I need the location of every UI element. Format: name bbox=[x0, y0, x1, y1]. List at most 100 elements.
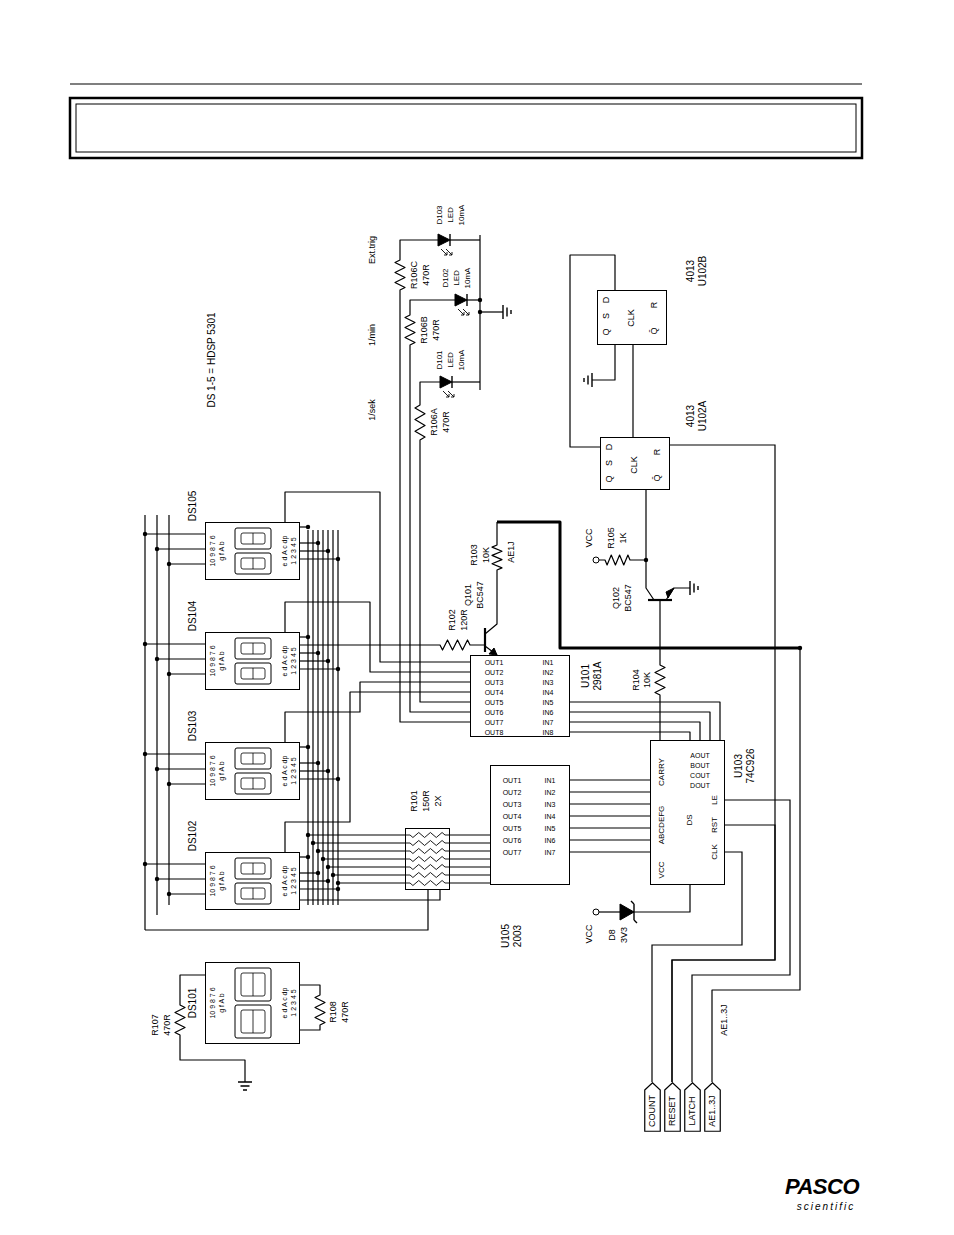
junction-dot bbox=[336, 557, 340, 561]
wire bbox=[599, 911, 620, 912]
wire bbox=[634, 885, 690, 912]
transistor-symbol bbox=[489, 648, 497, 655]
junction-dot bbox=[155, 547, 159, 551]
part-label: Q101 bbox=[464, 583, 473, 607]
digit-outline bbox=[235, 663, 271, 684]
segment-outline bbox=[253, 558, 254, 569]
display-pin-label: 1 2 3 4 5 bbox=[290, 536, 297, 565]
segment-outline bbox=[241, 753, 265, 764]
display-pin-label: e d A c dp bbox=[281, 865, 288, 898]
display-pin-label: g f A b bbox=[218, 992, 225, 1013]
part-label: 1/sek bbox=[368, 398, 377, 422]
port-outline bbox=[704, 1083, 720, 1132]
wire-connector bbox=[652, 852, 742, 1082]
ground-symbol bbox=[503, 305, 511, 319]
wire bbox=[145, 643, 205, 644]
junction-dot bbox=[326, 879, 330, 883]
pin-name: OUT3 bbox=[484, 679, 505, 686]
junction-dot bbox=[478, 298, 482, 302]
light-arrow bbox=[443, 391, 454, 397]
pin-name: IN6 bbox=[544, 837, 557, 844]
junction-dot bbox=[306, 525, 310, 529]
pin-name: IN6 bbox=[542, 709, 555, 716]
wire bbox=[145, 753, 205, 754]
header-rule bbox=[70, 83, 862, 84]
wire bbox=[570, 839, 650, 840]
component-label: 2003 bbox=[513, 924, 523, 948]
pin-name: COUT bbox=[689, 772, 711, 779]
port-outline bbox=[664, 1083, 680, 1132]
wire bbox=[655, 600, 665, 740]
wire bbox=[666, 588, 690, 600]
wire-connector bbox=[570, 851, 650, 852]
part-label: AE1J bbox=[507, 540, 516, 564]
port-label: LATCH bbox=[688, 1096, 697, 1127]
wire bbox=[646, 490, 654, 600]
junction-dot bbox=[316, 871, 320, 875]
pin-name: S bbox=[605, 459, 614, 467]
junction-dot bbox=[167, 782, 171, 786]
junction-dot bbox=[798, 646, 802, 650]
pin-name: OUT3 bbox=[502, 801, 523, 808]
junction-dot bbox=[306, 635, 310, 639]
part-label: Q102 bbox=[612, 586, 621, 610]
wire-connector bbox=[450, 858, 490, 859]
display-pin-label: 1 2 3 4 5 bbox=[290, 866, 297, 895]
wire bbox=[300, 558, 338, 559]
part-label: 470R bbox=[442, 410, 451, 434]
pin-name: DOUT bbox=[689, 782, 711, 789]
wiring bbox=[143, 234, 802, 1090]
part-label: 10mA bbox=[458, 204, 466, 227]
display-pin-label: 10 9 8 7 6 bbox=[209, 644, 216, 677]
connector-port: LATCH bbox=[684, 1082, 701, 1132]
pin-name: CLK bbox=[630, 455, 639, 475]
junction-dot bbox=[326, 659, 330, 663]
port-outline bbox=[684, 1083, 700, 1132]
ground-symbol bbox=[238, 1082, 252, 1090]
component-label: 150R bbox=[422, 789, 431, 813]
pin-name: Q bbox=[605, 474, 614, 483]
segment-outline bbox=[253, 533, 254, 544]
wire bbox=[327, 530, 328, 905]
pin-name: VCC bbox=[658, 861, 666, 880]
segment-outline bbox=[253, 888, 254, 899]
resistor-symbol bbox=[405, 841, 450, 846]
pin-name: IN5 bbox=[544, 825, 557, 832]
wire bbox=[156, 515, 157, 915]
junction-dot bbox=[326, 769, 330, 773]
part-label: 470R bbox=[163, 1013, 172, 1037]
wire bbox=[450, 882, 490, 883]
pin-name: DS bbox=[686, 813, 694, 826]
junction-dot bbox=[143, 752, 147, 756]
segment-outline bbox=[253, 1010, 254, 1033]
resistor-symbol bbox=[405, 849, 450, 854]
wire bbox=[570, 255, 615, 447]
segment-outline bbox=[253, 973, 254, 996]
segment-outline bbox=[241, 973, 265, 996]
segment-outline bbox=[253, 643, 254, 654]
wire-connector bbox=[300, 890, 440, 900]
pin-name: IN7 bbox=[542, 719, 555, 726]
wire bbox=[285, 492, 470, 662]
pin-name: R bbox=[650, 301, 659, 310]
part-label: D101 bbox=[436, 349, 444, 370]
wire bbox=[285, 602, 470, 672]
pin-name: IN5 bbox=[542, 699, 555, 706]
wire bbox=[337, 530, 338, 905]
resistor-symbol bbox=[405, 833, 450, 838]
light-arrow bbox=[441, 249, 452, 255]
segment-outline bbox=[253, 778, 254, 789]
display-pin-label: 1 2 3 4 5 bbox=[290, 646, 297, 675]
wire bbox=[144, 515, 145, 930]
wire bbox=[300, 640, 485, 650]
component-label: U103 bbox=[734, 753, 744, 779]
wire bbox=[570, 702, 720, 740]
component-label: R101 bbox=[410, 789, 419, 813]
port-label: COUNT bbox=[648, 1094, 657, 1128]
wire bbox=[157, 768, 205, 769]
ground-symbol bbox=[584, 373, 592, 387]
wire bbox=[570, 779, 650, 780]
junction-dot bbox=[143, 642, 147, 646]
junction-dot bbox=[167, 562, 171, 566]
